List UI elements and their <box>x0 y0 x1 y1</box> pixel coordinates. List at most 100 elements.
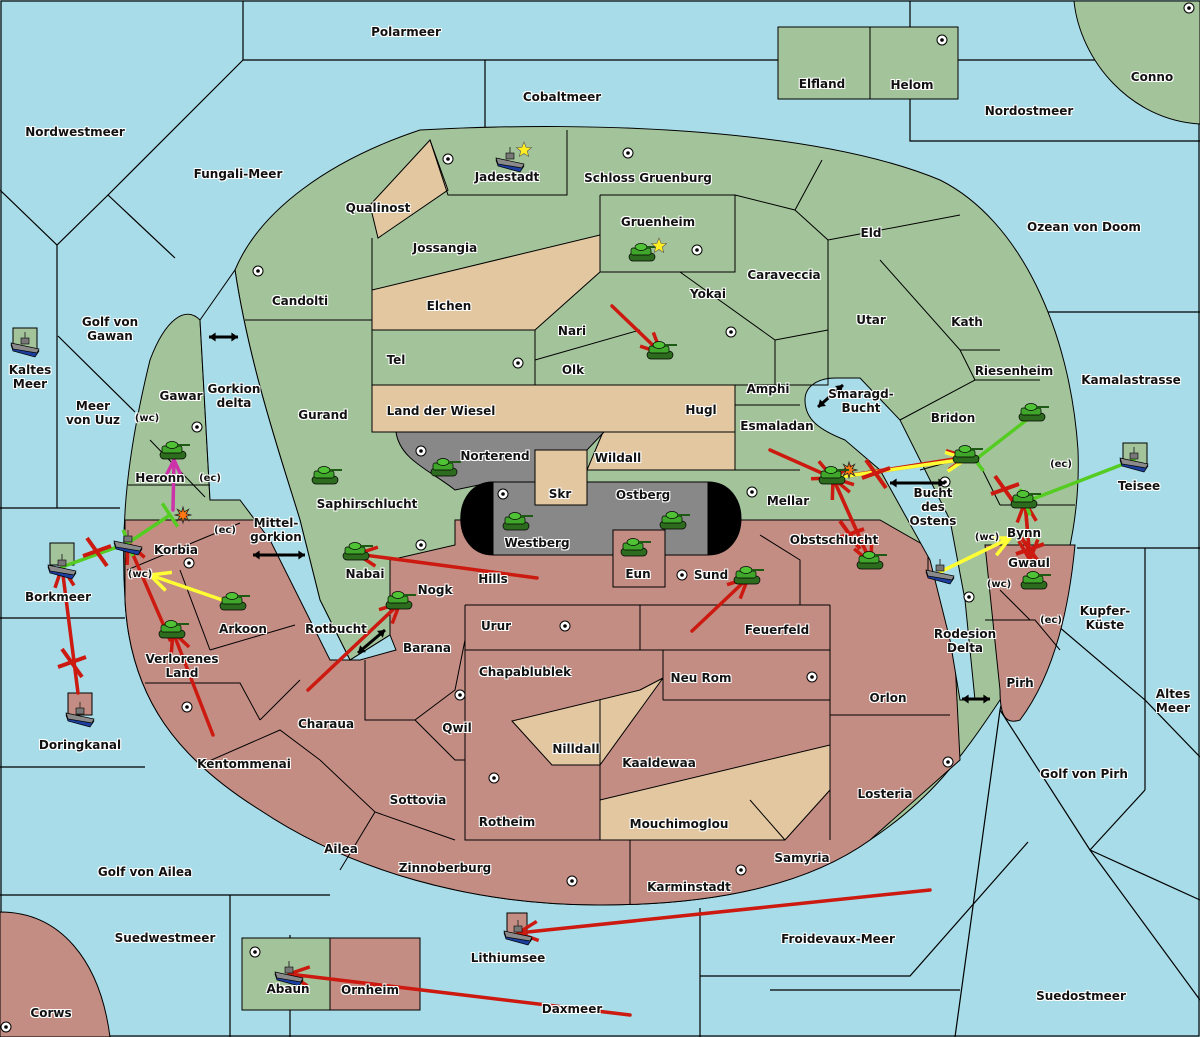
coast-label: (wc) <box>974 532 1000 543</box>
sea-label: Golf von Pirh <box>1040 767 1128 781</box>
army-tank-icon[interactable] <box>342 542 373 561</box>
army-tank-icon[interactable] <box>620 538 651 557</box>
coast-label: (ec) <box>1050 459 1072 470</box>
territory-label: Barana <box>403 641 451 655</box>
sea-label: Rotbucht <box>305 622 367 636</box>
territory-nilldall[interactable] <box>511 677 664 766</box>
army-tank-icon[interactable] <box>659 511 690 530</box>
territory-label: Neu Rom <box>670 671 732 685</box>
fleet-ship-icon[interactable] <box>113 530 143 556</box>
supply-center-icon <box>806 671 818 683</box>
territory-qualinost[interactable] <box>369 139 449 239</box>
territory-ornheim[interactable] <box>329 937 421 1011</box>
territory-label: Yokai <box>689 287 727 301</box>
army-tank-icon[interactable] <box>733 566 764 585</box>
territory-corws[interactable] <box>0 911 111 1037</box>
sea-label: Ozean von Doom <box>1027 220 1141 234</box>
army-tank-icon[interactable] <box>628 243 659 262</box>
army-tank-icon[interactable] <box>502 512 533 531</box>
fleet-ship-icon[interactable] <box>65 702 95 728</box>
supply-center-icon <box>936 34 948 46</box>
supply-center-icon <box>746 486 758 498</box>
army-tank-icon[interactable] <box>1020 571 1051 590</box>
territory-skr[interactable] <box>534 449 588 506</box>
army-tank-icon[interactable] <box>856 551 887 570</box>
home-center-star-icon <box>650 237 668 254</box>
coast-label: (wc) <box>986 579 1012 590</box>
territory-label: Zinnoberburg <box>398 861 492 875</box>
territory-label: Ostberg <box>615 488 671 502</box>
sea-label: Cobaltmeer <box>522 90 602 104</box>
army-tank-icon[interactable] <box>219 592 250 611</box>
fleet-ship-icon[interactable] <box>1119 447 1149 473</box>
coast-label: (ec) <box>214 525 236 536</box>
order-convoy-arrow <box>148 570 236 606</box>
territory-label: Obstschlucht <box>789 533 879 547</box>
adjacency-arrow-icon <box>209 332 238 342</box>
army-tank-icon[interactable] <box>646 341 677 360</box>
sea-label: Golf von Ailea <box>97 865 193 879</box>
territory-label: Charaua <box>297 717 355 731</box>
coast-label: (wc) <box>134 413 160 424</box>
territory-pirh-peninsula[interactable] <box>984 544 1076 722</box>
army-tank-icon[interactable] <box>1018 403 1049 422</box>
army-tank-icon[interactable] <box>385 591 416 610</box>
territory-label: Land der Wiesel <box>386 404 496 418</box>
territory-label: Skr <box>548 487 572 501</box>
supply-center-icon <box>942 756 954 768</box>
fleet-ship-icon[interactable] <box>495 147 525 173</box>
territory-label: Nabai <box>345 567 385 581</box>
territory-label: Karminstadt <box>647 880 731 894</box>
sea-label: Borkmeer <box>25 590 91 604</box>
territory-label: Schloss Gruenburg <box>584 171 712 185</box>
territory-label: Ornheim <box>341 983 399 997</box>
territory-label: Orlon <box>869 691 907 705</box>
army-tank-icon[interactable] <box>952 445 983 464</box>
territory-label: Elfland <box>798 77 846 91</box>
army-tank-icon[interactable] <box>430 458 461 477</box>
supply-center-icon <box>191 421 203 433</box>
supply-center-icon <box>0 1021 12 1033</box>
fleet-ship-icon[interactable] <box>925 559 955 585</box>
army-tank-icon[interactable] <box>159 441 190 460</box>
territory-label: Amphi <box>746 382 790 396</box>
failed-order-x-icon <box>861 458 891 490</box>
army-tank-icon[interactable] <box>818 466 849 485</box>
fleet-ship-icon[interactable] <box>274 961 304 987</box>
fleet-ship-icon[interactable] <box>10 332 40 358</box>
territory-elfland[interactable] <box>777 26 871 100</box>
supply-center-icon <box>252 265 264 277</box>
army-tank-icon[interactable] <box>1010 490 1041 509</box>
army-tank-icon[interactable] <box>158 620 189 639</box>
territory-label: Gurand <box>298 408 348 422</box>
supply-center-icon <box>691 244 703 256</box>
territory-label: Abaun <box>266 982 310 996</box>
border <box>0 59 244 246</box>
territory-label: Eun <box>625 567 651 581</box>
home-center-star-icon <box>515 141 533 158</box>
army-tank-icon[interactable] <box>311 466 342 485</box>
territory-eun[interactable] <box>612 529 666 588</box>
sea-label: Fungali-Meer <box>193 167 283 181</box>
fleet-ship-icon[interactable] <box>503 920 533 946</box>
order-convoy-arrow <box>938 536 1012 574</box>
territory-label: Kentommenai <box>197 757 291 771</box>
territory-label: Samyria <box>774 851 830 865</box>
territory-label: Westberg <box>504 536 570 550</box>
territory-label: Mellar <box>766 494 810 508</box>
territory-conno[interactable] <box>1073 0 1200 125</box>
supply-center-icon <box>566 875 578 887</box>
adjacency-arrow-icon <box>890 478 945 488</box>
supply-center-icon <box>622 147 634 159</box>
territory-label: Mouchimoglou <box>629 817 729 831</box>
fleet-ship-icon[interactable] <box>47 554 77 580</box>
territory-label: Nogk <box>417 583 453 597</box>
